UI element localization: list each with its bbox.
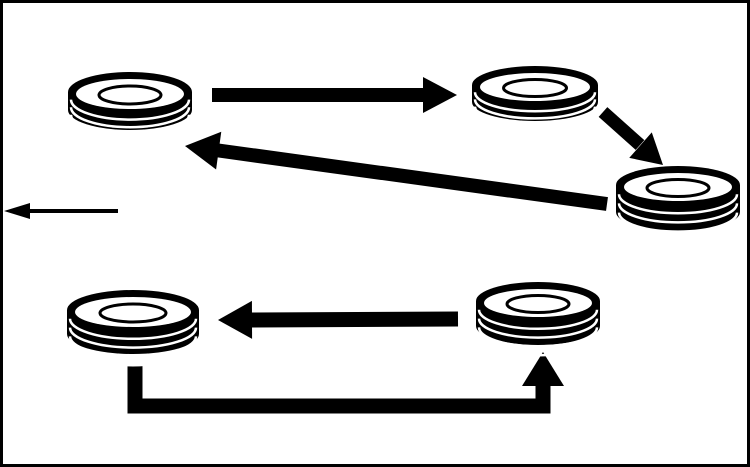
tire-groove: [477, 327, 599, 348]
arrow-head-diagonal: [629, 132, 663, 165]
arrows: [4, 77, 663, 414]
tire-groove: [473, 106, 597, 127]
tire-groove: [477, 309, 599, 331]
tire-rim: [98, 302, 168, 324]
tire-groove: [473, 113, 597, 135]
tire-rear-right: [476, 282, 600, 357]
tire-groove: [69, 107, 191, 129]
tire-groove: [68, 318, 198, 341]
tire-spare: [616, 166, 740, 243]
tire-rim: [502, 77, 568, 99]
arrow-shaft-long: [214, 143, 608, 211]
tire-groove: [69, 114, 191, 137]
arrow-head-small: [4, 203, 30, 219]
arrow-shaft-bottom: [249, 311, 459, 328]
tire-groove: [473, 99, 597, 120]
arrow-head-long: [185, 131, 222, 170]
tires: [67, 66, 740, 367]
tire-rim: [645, 177, 711, 199]
arrow-shaft-l-shaped: [127, 365, 551, 414]
tire-groove: [617, 221, 739, 243]
tire-rear-left: [67, 290, 199, 367]
tire-groove: [68, 345, 198, 367]
tire-front-left: [68, 72, 192, 144]
tire-groove: [68, 336, 198, 358]
tire-groove: [68, 327, 198, 349]
tire-groove: [617, 194, 739, 215]
arrow-head-l-shaped: [522, 352, 564, 386]
tire-groove: [69, 99, 191, 121]
tire-groove: [473, 92, 597, 113]
tire-groove: [617, 203, 739, 224]
tire-rim: [505, 293, 571, 315]
tire-groove: [617, 212, 739, 233]
tire-groove: [477, 336, 599, 357]
arrow-head-bottom: [218, 300, 253, 339]
arrow-head-top: [423, 77, 457, 113]
tire-rim: [97, 84, 163, 106]
tire-front-right: [472, 66, 598, 135]
arrow-shaft-diagonal: [598, 107, 645, 150]
tire-groove: [69, 122, 191, 144]
tire-groove: [477, 318, 599, 339]
